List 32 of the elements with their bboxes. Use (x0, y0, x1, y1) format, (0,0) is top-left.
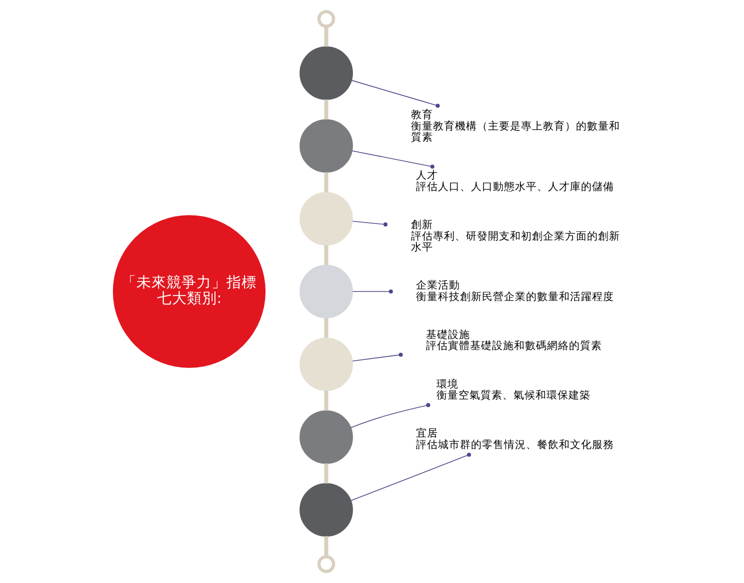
node-text: 教育 衡量教育機構（主要是專上教育）的數量和質素 (410, 108, 620, 144)
connector (324, 100, 328, 120)
node-circle (300, 119, 353, 173)
node-circle (317, 10, 336, 28)
node-text: 基礎設施 評估實體基礎設施和數碼網絡的質素 (426, 328, 602, 352)
connector (350, 403, 430, 428)
node-circle (300, 192, 353, 246)
node-circle (300, 483, 353, 537)
connector (352, 352, 403, 362)
connector (324, 464, 328, 484)
connector (324, 26, 328, 47)
connector (324, 172, 328, 192)
node-text: 宜居 評估城市群的零售情況、餐飲和文化服務 (416, 428, 614, 451)
connector (352, 289, 393, 294)
node-circle (300, 338, 353, 391)
node-circle (317, 555, 336, 573)
connector (352, 220, 388, 226)
connector (324, 390, 328, 411)
connector (324, 536, 328, 557)
node-text: 創新 評估專利、研發開支和初創企業方面的創新水平 (410, 218, 620, 254)
node-text: 人才 評估人口、人口動態水平、人才庫的儲備 (416, 170, 614, 193)
connector (324, 318, 328, 338)
node-circle: 「未來競爭力」指標 七大類別: (112, 215, 266, 368)
node-circle (300, 264, 353, 318)
node-text: 環境 衡量空氣質素、氣候和環保建築 (436, 378, 591, 402)
connector (352, 150, 434, 169)
connector (324, 245, 328, 266)
connector (350, 452, 472, 501)
node-circle (300, 46, 353, 100)
node-circle (300, 410, 353, 464)
connector (351, 80, 440, 108)
node-text: 企業活動 衡量科技創新民營企業的數量和活躍程度 (416, 280, 614, 303)
